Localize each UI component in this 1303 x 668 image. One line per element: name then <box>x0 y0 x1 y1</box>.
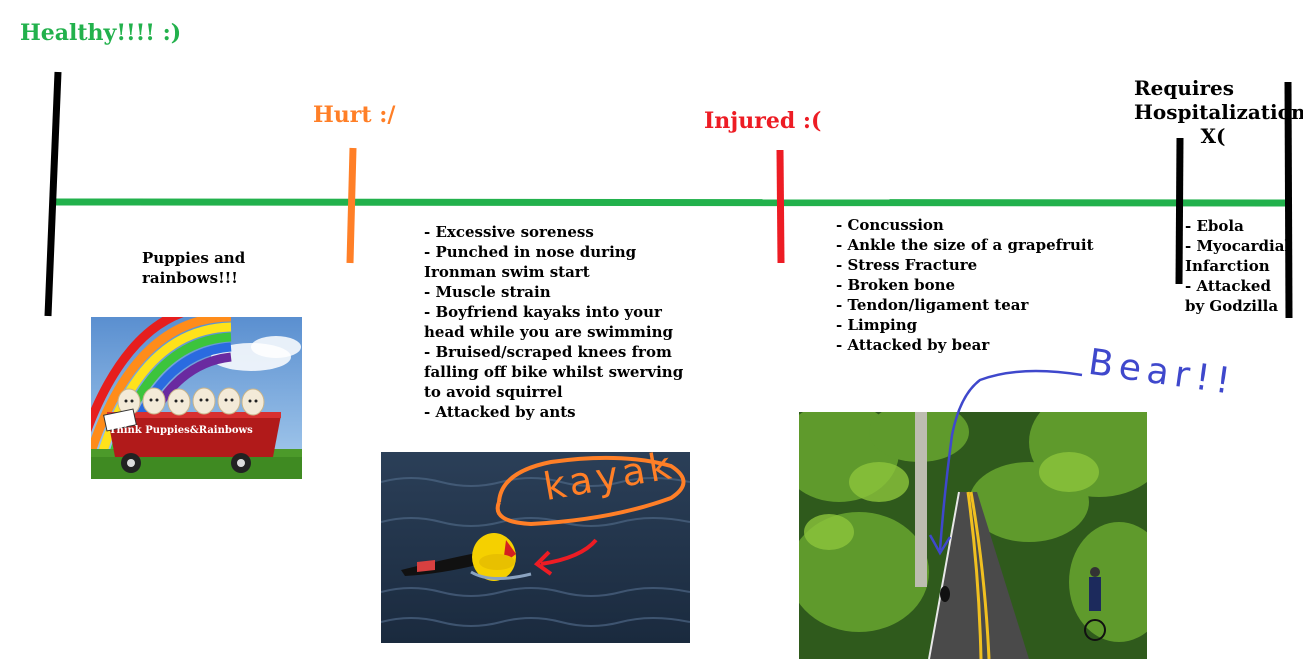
bear-road-image <box>799 412 1147 659</box>
hurt-item: - Muscle strain <box>424 283 551 301</box>
hurt-item: - Attacked by ants <box>424 403 576 421</box>
hospital-item: - Attacked by Godzilla <box>1185 277 1279 315</box>
swimmer-image: kayak <box>381 452 690 643</box>
bear-annotation-arrow <box>928 369 1083 556</box>
healthy-items: Puppies and rainbows!!! <box>142 249 246 287</box>
kayak-annotation-scribble <box>495 455 686 576</box>
injured-item: - Limping <box>836 316 918 334</box>
hospital-items: - Ebola - Myocardial Infarction - Attack… <box>1185 216 1295 316</box>
healthy-marker <box>44 71 62 317</box>
injured-items: - Concussion - Ankle the size of a grape… <box>836 215 1094 355</box>
injured-title: Injured :( <box>704 108 822 134</box>
hospital-marker-right <box>1284 81 1293 319</box>
injured-item: - Concussion <box>836 216 944 234</box>
hospital-title-line2: Hospitalization <box>1134 100 1303 124</box>
hurt-marker <box>346 147 357 264</box>
injured-item: - Broken bone <box>836 276 956 294</box>
injured-item: - Tendon/ligament tear <box>836 296 1029 314</box>
hospital-item: - Ebola <box>1185 217 1244 235</box>
hurt-item: - Bruised/scraped knees from falling off… <box>424 343 684 401</box>
injured-item: - Attacked by bear <box>836 336 990 354</box>
injured-item: - Stress Fracture <box>836 256 978 274</box>
injured-item: - Ankle the size of a grapefruit <box>836 236 1094 254</box>
hospital-title: Requires Hospitalization X( <box>1134 76 1303 148</box>
hospital-marker-left <box>1175 137 1184 285</box>
hurt-items: - Excessive soreness - Punched in nose d… <box>424 222 704 422</box>
hurt-item: - Boyfriend kayaks into your head while … <box>424 303 673 341</box>
puppies-image-caption: Think Puppies&Rainbows <box>109 425 253 436</box>
injured-marker <box>776 149 785 264</box>
hospital-title-line3: X( <box>1200 124 1226 148</box>
hurt-title: Hurt :/ <box>313 102 396 128</box>
hurt-item: - Excessive soreness <box>424 223 594 241</box>
healthy-title: Healthy!!!! :) <box>20 20 182 46</box>
axis-line <box>54 198 1291 207</box>
hospital-title-line1: Requires <box>1134 76 1234 100</box>
hurt-item: - Punched in nose during Ironman swim st… <box>424 243 637 281</box>
hospital-item: - Myocardial Infarction <box>1185 237 1291 275</box>
puppies-rainbows-image: Think Puppies&Rainbows <box>91 317 302 479</box>
